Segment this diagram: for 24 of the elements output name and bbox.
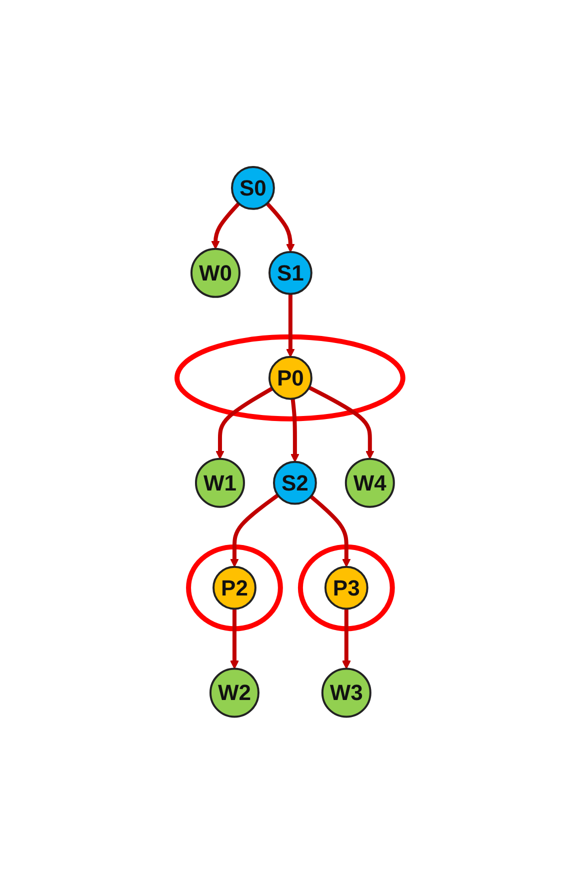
node-circle: W0 (190, 248, 241, 298)
node-circle: P2 (212, 565, 256, 610)
node-circle: W1 (195, 457, 246, 508)
node-circle: P3 (324, 565, 368, 610)
node-circle: S2 (273, 460, 317, 504)
arrow (310, 494, 351, 567)
arrow (230, 493, 280, 567)
node-circle: W4 (344, 457, 395, 508)
node-circle: W2 (210, 667, 260, 718)
arrow (266, 202, 295, 252)
node-circle: P0 (268, 356, 312, 400)
cluster (174, 334, 406, 421)
arrow (290, 398, 300, 462)
cluster (298, 544, 395, 631)
cluster (186, 544, 283, 631)
arrow (308, 385, 374, 459)
arrow (230, 608, 239, 669)
node-circle: S0 (231, 166, 275, 210)
node-circle: W3 (321, 667, 372, 718)
arrow (286, 294, 295, 357)
node-circle: S1 (268, 250, 312, 294)
arrow (342, 608, 351, 669)
arrow (211, 202, 240, 249)
arrow (216, 386, 274, 459)
